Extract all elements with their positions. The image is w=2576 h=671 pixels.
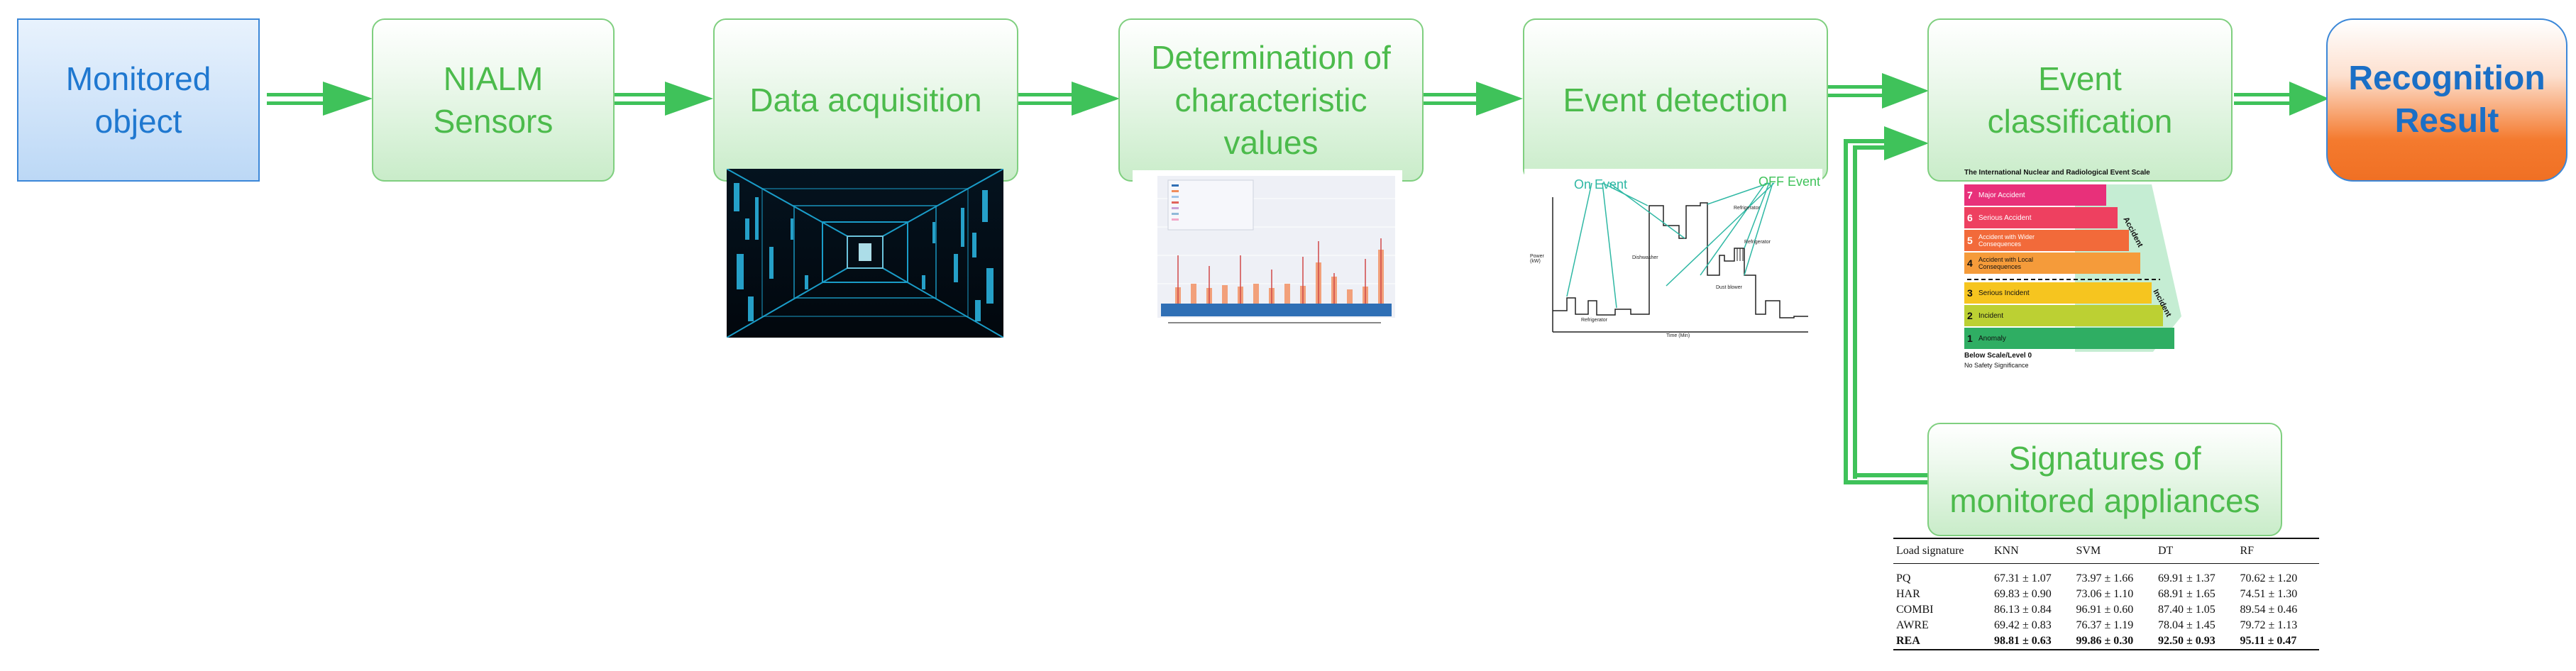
table-header-cell: RF xyxy=(2237,538,2319,564)
nialm-sensors-label: NIALM Sensors xyxy=(433,60,554,140)
table-row: AWRE 69.42 ± 0.83 76.37 ± 1.19 78.04 ± 1… xyxy=(1893,618,2319,633)
table-row: COMBI 86.13 ± 0.84 96.91 ± 0.60 87.40 ± … xyxy=(1893,602,2319,618)
off-event-label: OFF Event xyxy=(1758,174,1821,189)
arrow-monitored-to-sensors xyxy=(267,82,373,116)
event-classification-label: Event classification xyxy=(1987,60,2173,140)
table-cell: 95.11 ± 0.47 xyxy=(2240,635,2297,647)
nialm-sensors-box: NIALM Sensors xyxy=(372,18,615,182)
table-cell: 99.86 ± 0.30 xyxy=(2076,635,2134,647)
table-cell: 96.91 ± 0.60 xyxy=(2076,604,2134,616)
table-cell: 70.62 ± 1.20 xyxy=(2240,572,2298,584)
arrow-characteristic-to-detection xyxy=(1421,82,1523,116)
signatures-box: Signatures of monitored appliances xyxy=(1927,423,2282,536)
results-table: Load signature KNN SVM DT RF PQ 67.31 ± … xyxy=(1893,538,2319,650)
table-row: REA 98.81 ± 0.63 99.86 ± 0.30 92.50 ± 0.… xyxy=(1893,633,2319,650)
table-cell: 74.51 ± 1.30 xyxy=(2240,588,2298,600)
appliance-label-dust-blower: Dust blower xyxy=(1716,285,1742,290)
characteristic-values-label: Determination of characteristic values xyxy=(1151,39,1391,161)
arrow-sensors-to-acquisition xyxy=(609,82,713,116)
event-detection-label: Event detection xyxy=(1563,82,1788,118)
table-cell: HAR xyxy=(1896,588,1920,600)
monitored-object-label: Monitored object xyxy=(65,60,211,140)
ines-no-safety: No Safety Significance xyxy=(1964,362,2029,369)
event-detection-box: Event detection xyxy=(1523,18,1828,182)
arrow-classification-to-result xyxy=(2234,82,2329,116)
table-cell: COMBI xyxy=(1896,604,1934,616)
event-detection-plot: On Event OFF Event Refrigerator Dishwash… xyxy=(1524,169,1822,339)
arrow-detection-to-classification xyxy=(1828,73,1929,109)
table-cell: 69.42 ± 0.83 xyxy=(1994,619,2052,631)
table-row: HAR 69.83 ± 0.90 73.06 ± 1.10 68.91 ± 1.… xyxy=(1893,587,2319,602)
table-header-cell: DT xyxy=(2155,538,2238,564)
ines-below-scale: Below Scale/Level 0 xyxy=(1964,352,2032,360)
appliance-label-refrigerator-2: Refrigerator xyxy=(1744,240,1771,245)
table-cell: REA xyxy=(1896,635,1920,647)
table-cell: 68.91 ± 1.65 xyxy=(2158,588,2216,600)
appliance-label-dishwasher: Dishwasher xyxy=(1632,255,1658,260)
characteristic-values-box: Determination of characteristic values xyxy=(1118,18,1424,182)
table-header-row: Load signature KNN SVM DT RF xyxy=(1893,538,2319,564)
digital-tunnel-image xyxy=(727,169,1003,338)
table-cell: 89.54 ± 0.46 xyxy=(2240,604,2298,616)
arrow-acquisition-to-characteristic xyxy=(1016,82,1120,116)
table-row: PQ 67.31 ± 1.07 73.97 ± 1.66 69.91 ± 1.3… xyxy=(1893,564,2319,587)
table-cell: 86.13 ± 0.84 xyxy=(1994,604,2052,616)
table-cell: PQ xyxy=(1896,572,1911,584)
table-cell: 76.37 ± 1.19 xyxy=(2076,619,2134,631)
data-acquisition-label: Data acquisition xyxy=(749,82,982,118)
characteristic-chart-image xyxy=(1133,170,1402,340)
ines-scale-image: The International Nuclear and Radiologic… xyxy=(1961,166,2189,379)
on-event-label: On Event xyxy=(1574,177,1628,192)
table-cell: 67.31 ± 1.07 xyxy=(1994,572,2052,584)
plot-xlabel: Time (Min) xyxy=(1666,333,1690,338)
arrow-signatures-to-classification xyxy=(1844,126,1929,484)
table-cell: 92.50 ± 0.93 xyxy=(2158,635,2216,647)
event-classification-box: Event classification xyxy=(1927,18,2233,182)
plot-ylabel: Power (kW) xyxy=(1530,254,1544,264)
data-acquisition-box: Data acquisition xyxy=(713,18,1018,182)
table-cell: 79.72 ± 1.13 xyxy=(2240,619,2298,631)
table-header-cell: SVM xyxy=(2073,538,2155,564)
recognition-result-label: Recognition Result xyxy=(2348,60,2545,140)
recognition-result-box: Recognition Result xyxy=(2326,18,2567,182)
table-cell: 69.91 ± 1.37 xyxy=(2158,572,2216,584)
monitored-object-box: Monitored object xyxy=(17,18,260,182)
table-header-cell: KNN xyxy=(1991,538,2074,564)
table-cell: AWRE xyxy=(1896,619,1929,631)
signatures-label: Signatures of monitored appliances xyxy=(1949,440,2260,519)
table-cell: 73.06 ± 1.10 xyxy=(2076,588,2134,600)
table-cell: 87.40 ± 1.05 xyxy=(2158,604,2216,616)
table-cell: 69.83 ± 0.90 xyxy=(1994,588,2052,600)
appliance-label-refrigerator-1: Refrigerator xyxy=(1581,318,1607,323)
table-cell: 98.81 ± 0.63 xyxy=(1994,635,2052,647)
table-header-cell: Load signature xyxy=(1893,538,1991,564)
table-cell: 78.04 ± 1.45 xyxy=(2158,619,2216,631)
appliance-label-refrigerator-3: Refrigerator xyxy=(1734,206,1760,211)
ines-title: The International Nuclear and Radiologic… xyxy=(1964,169,2150,177)
table-cell: 73.97 ± 1.66 xyxy=(2076,572,2134,584)
